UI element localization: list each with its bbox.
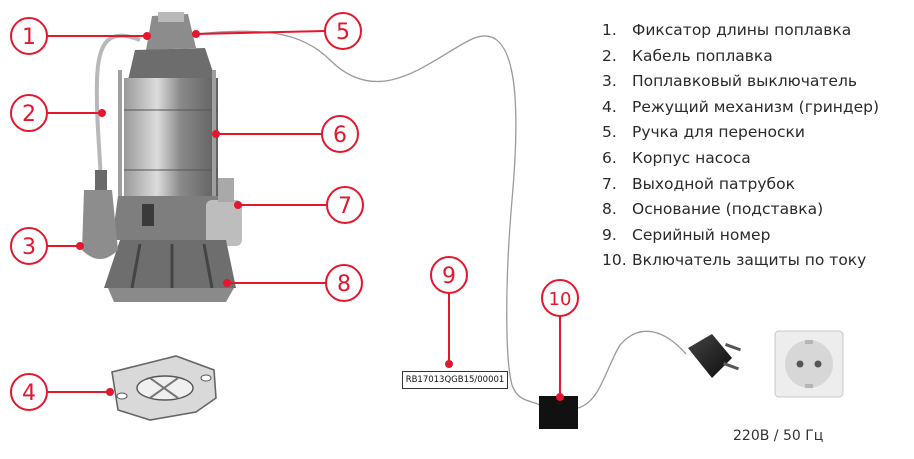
legend-item: 10. Включатель защиты по току — [602, 248, 879, 274]
legend-item: 1. Фиксатор длины поплавка — [602, 18, 879, 44]
legend-item: 7. Выходной патрубок — [602, 172, 879, 198]
callout-2: 2 — [22, 102, 36, 127]
legend-number: 8. — [602, 200, 617, 219]
legend-text: Корпус насоса — [632, 148, 751, 167]
legend-text: Включатель защиты по току — [632, 251, 867, 270]
legend-number: 7. — [602, 174, 617, 193]
callout-5: 5 — [336, 20, 350, 45]
legend-text: Режущий механизм (гриндер) — [632, 97, 880, 116]
power-spec-label: 220В / 50 Гц — [733, 428, 824, 444]
legend-number: 6. — [602, 148, 617, 167]
legend-text: Основание (подставка) — [632, 200, 824, 219]
power-cable — [195, 30, 541, 406]
legend-item: 6. Корпус насоса — [602, 146, 879, 172]
callout-circles — [10, 12, 579, 411]
pump-illustration — [82, 12, 242, 302]
legend-item: 9. Серийный номер — [602, 223, 879, 249]
legend-text: Ручка для переноски — [632, 123, 805, 142]
legend-number: 10. — [602, 251, 627, 270]
callout-9: 9 — [442, 264, 456, 289]
socket-illustration — [774, 330, 844, 398]
legend-item: 2. Кабель поплавка — [602, 44, 879, 70]
legend-text: Серийный номер — [632, 225, 771, 244]
legend-text: Кабель поплавка — [632, 46, 773, 65]
legend-number: 3. — [602, 72, 617, 91]
legend-text: Фиксатор длины поплавка — [632, 21, 852, 39]
callout-7: 7 — [338, 194, 352, 219]
callout-10: 10 — [549, 289, 572, 310]
legend-text: Выходной патрубок — [632, 174, 795, 193]
legend-item: 8. Основание (подставка) — [602, 197, 879, 223]
plug-cable — [577, 330, 687, 409]
callout-1: 1 — [22, 25, 36, 50]
callout-numbers: 1 2 3 4 5 6 7 8 9 10 — [22, 20, 571, 406]
plug-illustration — [688, 334, 742, 378]
grinder-illustration — [111, 355, 217, 421]
legend-number: 9. — [602, 225, 617, 244]
serial-number-label: RB17013QGB15/00001 — [402, 371, 508, 389]
legend-item: 3. Поплавковый выключатель — [602, 69, 879, 95]
legend-item: 5. Ручка для переноски — [602, 120, 879, 146]
legend-text: Поплавковый выключатель — [632, 72, 857, 91]
callout-4: 4 — [22, 381, 36, 406]
legend-number: 2. — [602, 46, 617, 65]
legend-item: 4. Режущий механизм (гриндер) — [602, 95, 879, 121]
serial-number-text: RB17013QGB15/00001 — [405, 375, 505, 385]
legend-number: 5. — [602, 123, 617, 142]
legend-number: 4. — [602, 97, 617, 116]
legend-number: 1. — [602, 21, 617, 39]
leader-dots — [76, 30, 564, 401]
callout-3: 3 — [22, 235, 36, 260]
callout-6: 6 — [333, 123, 347, 148]
legend-list: 1. Фиксатор длины поплавка 2. Кабель попла… — [602, 18, 879, 274]
protection-device-box — [539, 396, 578, 429]
leader-lines — [47, 30, 561, 397]
callout-8: 8 — [337, 272, 351, 297]
